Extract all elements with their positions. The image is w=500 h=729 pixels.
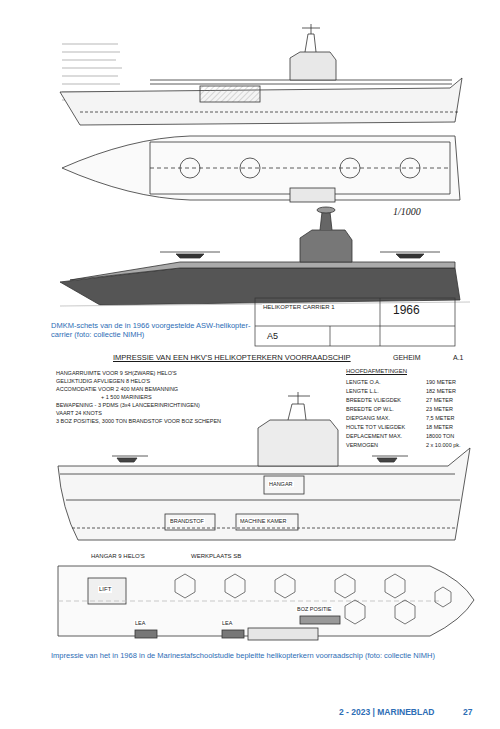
area-label: HANGAR 9 HELO'S [90, 553, 146, 560]
compartment-label: BRANDSTOF [169, 518, 205, 524]
area-label: BOZ POSITIE [296, 606, 333, 612]
spec-note: + 1 500 MARINIERS [100, 394, 153, 400]
table-cell: 27 METER [425, 397, 454, 403]
table-cell: 7,5 METER [425, 415, 455, 421]
scale-note: 1/1000 [392, 206, 422, 218]
table-cell: BREEDTE VLIEGDEK [345, 397, 402, 403]
table-cell: BREEDTE OP W.L. [345, 406, 395, 412]
title-block [255, 298, 455, 346]
spec-note: HANGARRUIMTE VOOR 9 SH(ZWARE) HELO'S [55, 370, 178, 376]
table-cell: 18 METER [425, 424, 454, 430]
table-cell: DEPLACEMENT MAX. [345, 433, 403, 439]
spec-note: ACCOMODATIE VOOR 2 400 MAN BEMANNING [55, 386, 179, 392]
profile-view-1968 [58, 392, 470, 540]
title-block-year: 1966 [392, 304, 421, 318]
classification: GEHEIM [392, 354, 422, 362]
table-cell: 23 METER [425, 406, 454, 412]
table-cell: 2 x 10.000 pk. [425, 442, 462, 448]
perspective-sketch-1966 [60, 207, 470, 306]
table-cell: 190 METER [425, 379, 457, 385]
spec-note: GELIJKTIJDIG AFVLIEGEN 8 HELO'S [55, 378, 151, 384]
figure-caption: DMKM-schets van de in 1966 voorgestelde … [50, 322, 252, 339]
page-footer: 2 - 2023 | MARINEBLAD [338, 708, 435, 718]
spec-note: VAART 24 KNOTS [55, 410, 103, 416]
profile-view-1966 [60, 24, 462, 125]
spec-note: 3 BOZ POSITIES, 3000 TON BRANDSTOF VOOR … [55, 418, 222, 424]
area-label: LIFT [98, 586, 112, 593]
table-cell: VERMOGEN [345, 442, 379, 448]
compartment-label: MACHINE KAMER [239, 518, 287, 524]
table-cell: HOLTE TOT VLIEGDEK [345, 424, 406, 430]
area-label: LEA [134, 620, 146, 626]
sheet-number: A.1 [452, 354, 465, 362]
table-cell: LENGTE O.A. [345, 379, 382, 385]
sheet-size: A5 [266, 331, 279, 341]
table-cell: LENGTE L.L. [345, 388, 380, 394]
table-cell: 182 METER [425, 388, 457, 394]
plan-view-1966 [62, 136, 460, 202]
table-cell: DIEPGANG MAX. [345, 415, 391, 421]
plan-view-1968 [58, 566, 474, 640]
drawing-header: IMPRESSIE VAN EEN HKV'S HELIKOPTERKERN V… [112, 354, 352, 363]
area-label: LEA [221, 620, 233, 626]
spec-note: BEWAPENING - 3 PDMS (3x4 LANCEERINRICHTI… [55, 402, 201, 408]
table-heading: HOOFDAFMETINGEN [345, 368, 408, 375]
table-cell: 18000 TON [425, 433, 455, 439]
figure-caption: Impressie van het in 1968 in de Marinest… [50, 652, 482, 661]
page-number: 27 [462, 708, 473, 718]
title-block-text: HELIKOPTER CARRIER 1 [262, 304, 336, 311]
compartment-label: HANGAR [268, 481, 294, 487]
area-label: WERKPLAATS SB [190, 553, 242, 560]
